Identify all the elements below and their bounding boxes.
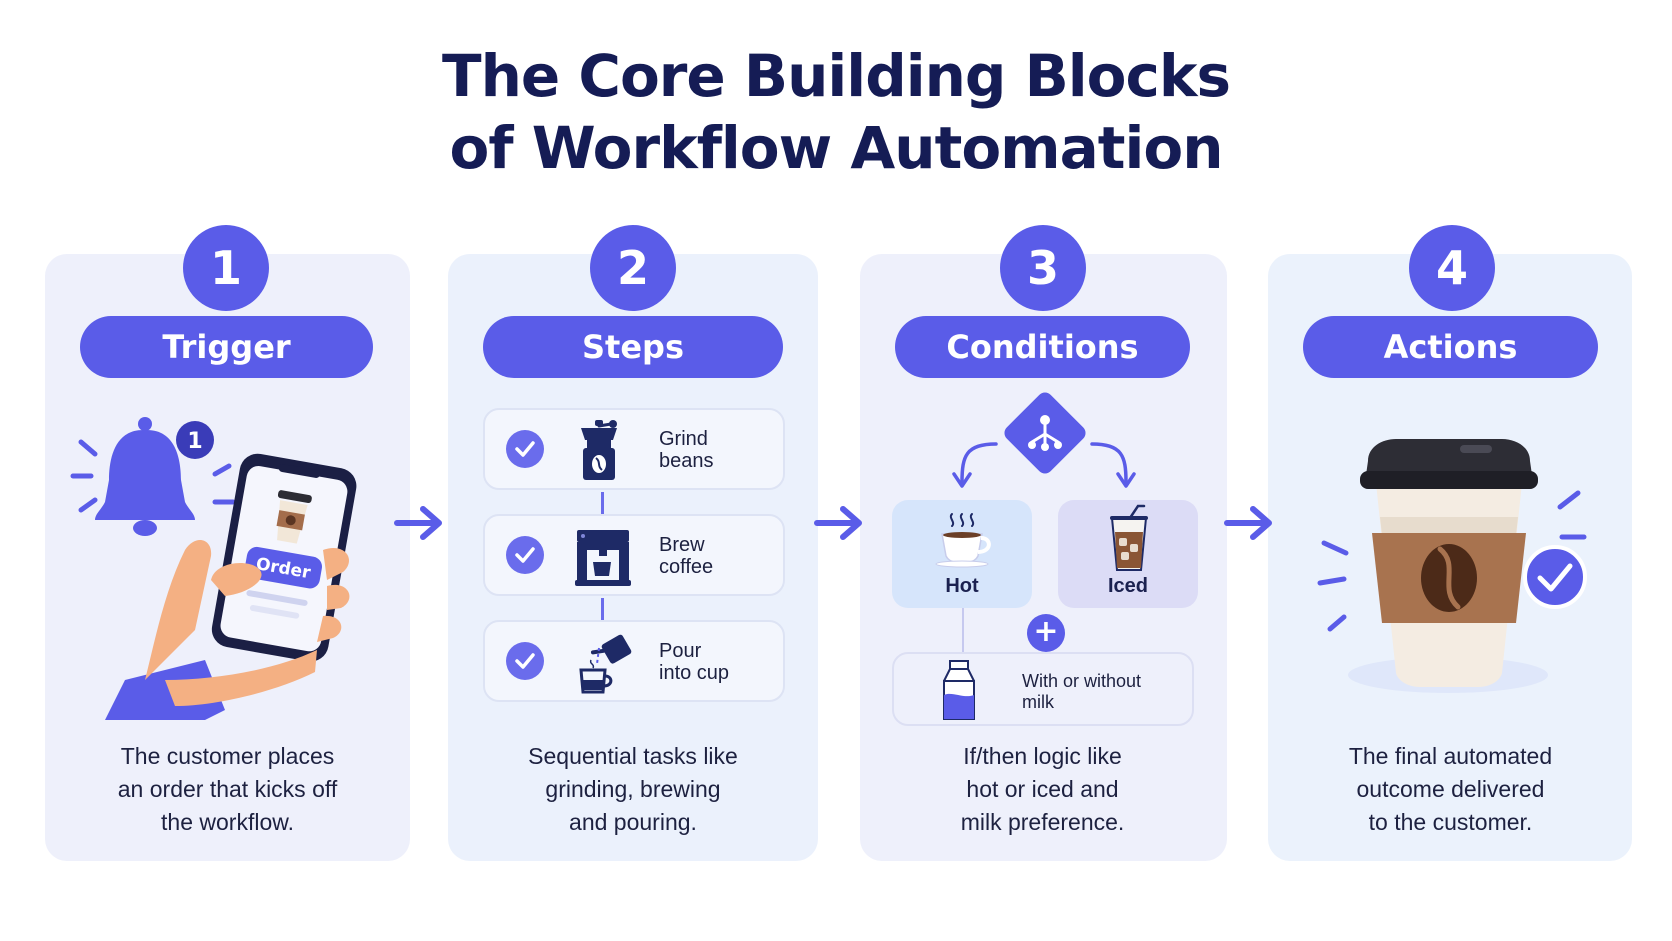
description-line: grinding, brewing <box>545 776 721 802</box>
task-label-line: Brew <box>659 534 705 556</box>
task-label: Pour into cup <box>659 640 729 684</box>
description-line: hot or iced and <box>966 776 1119 802</box>
plus-icon: + <box>1027 614 1065 652</box>
title-line-2: of Workflow Automation <box>449 114 1223 182</box>
check-icon <box>506 642 544 680</box>
coffee-cup-illustration <box>1317 439 1587 693</box>
description-line: outcome delivered <box>1356 776 1545 802</box>
option-label: Iced <box>1107 575 1149 597</box>
task-label: Grind beans <box>659 428 714 472</box>
milk-label-line: milk <box>1022 692 1054 712</box>
stage-number-1: 1 <box>183 225 269 311</box>
description-line: the workflow. <box>161 809 294 835</box>
milk-label: With or without milk <box>1022 671 1141 713</box>
stage-description-actions: The final automated outcome delivered to… <box>1303 740 1598 839</box>
task-brew-coffee: Brew coffee <box>483 514 785 596</box>
check-icon <box>506 430 544 468</box>
description-line: The final automated <box>1348 743 1553 769</box>
stage-number-3: 3 <box>1000 225 1086 311</box>
check-icon <box>506 536 544 574</box>
description-line: If/then logic like <box>963 743 1122 769</box>
espresso-machine-icon <box>575 530 631 586</box>
option-label: Hot <box>945 575 979 597</box>
description-line: The customer places <box>120 743 335 769</box>
task-label-line: Grind <box>659 428 708 450</box>
title-line-1: The Core Building Blocks <box>442 42 1231 110</box>
task-label-line: beans <box>659 450 714 472</box>
description-line: Sequential tasks like <box>528 743 738 769</box>
milk-label-line: With or without <box>1022 671 1142 691</box>
bell-icon <box>95 417 195 536</box>
stage-description-steps: Sequential tasks like grinding, brewing … <box>483 740 783 839</box>
stage-number-4: 4 <box>1409 225 1495 311</box>
milk-connector <box>962 608 964 652</box>
task-grind-beans: Grind beans <box>483 408 785 490</box>
check-icon <box>1537 563 1573 592</box>
option-iced: Iced <box>1058 500 1198 608</box>
description-line: milk preference. <box>960 809 1125 835</box>
stage-title-conditions: Conditions <box>895 316 1190 378</box>
stage-title-steps: Steps <box>483 316 783 378</box>
pour-kettle-icon <box>579 634 632 694</box>
stage-description-conditions: If/then logic like hot or iced and milk … <box>895 740 1190 839</box>
decision-diamond-icon <box>1004 392 1086 474</box>
stage-number-2: 2 <box>590 225 676 311</box>
milk-carton-icon <box>943 660 975 720</box>
stage-title-actions: Actions <box>1303 316 1598 378</box>
iced-coffee-icon <box>1110 504 1148 571</box>
bell-badge-count: 1 <box>187 429 202 454</box>
task-label-line: into cup <box>659 662 730 684</box>
description-line: and pouring. <box>569 809 697 835</box>
option-hot: Hot <box>892 500 1032 608</box>
task-label-line: Pour <box>659 640 702 662</box>
step-connector <box>601 492 604 516</box>
arrow-right-icon <box>394 506 442 540</box>
task-label: Brew coffee <box>659 534 713 578</box>
condition-branch-diagram <box>952 392 1136 488</box>
description-line: an order that kicks off <box>117 776 338 802</box>
stage-title-trigger: Trigger <box>80 316 373 378</box>
trigger-illustration: 1 Order <box>70 417 357 720</box>
hot-coffee-icon <box>935 513 991 568</box>
description-line: to the customer. <box>1368 809 1533 835</box>
arrow-right-icon <box>814 506 862 540</box>
stage-description-trigger: The customer places an order that kicks … <box>80 740 375 839</box>
step-connector <box>601 598 604 622</box>
page-title: The Core Building Blocks of Workflow Aut… <box>0 40 1672 184</box>
milk-preference: With or without milk <box>892 652 1194 726</box>
task-pour-into-cup: Pour into cup <box>483 620 785 702</box>
arrow-right-icon <box>1224 506 1272 540</box>
task-label-line: coffee <box>659 556 714 578</box>
coffee-grinder-icon <box>581 420 617 480</box>
